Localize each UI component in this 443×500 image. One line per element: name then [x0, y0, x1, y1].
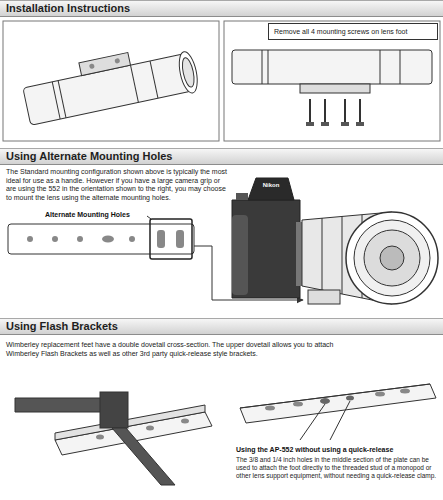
note-heading: Using the AP-552 without using a quick-r…	[236, 445, 441, 454]
foot-plate-direct-mount-part	[265, 406, 275, 411]
camera-with-lens-part	[380, 246, 404, 270]
panel-frame-part	[224, 21, 440, 141]
lens-foot-removal	[232, 50, 432, 126]
lens-foot-removal-part	[306, 122, 314, 126]
lens-with-foot-part	[89, 63, 95, 69]
camera-with-lens-part	[354, 220, 430, 296]
lens-foot-removal-part	[359, 99, 361, 122]
lens-with-foot-part	[79, 53, 131, 76]
replacement-foot-plate-part	[147, 216, 151, 219]
lens-foot-removal-part	[356, 122, 364, 126]
body-text: The Standard mounting configuration show…	[6, 168, 228, 202]
replacement-foot-plate-part	[102, 236, 114, 243]
camera-with-lens-part	[236, 193, 248, 200]
section-band: Using Alternate Mounting Holes	[0, 148, 443, 165]
body-text: Wimberley replacement feet have a double…	[6, 340, 336, 358]
lens-with-foot-part	[52, 82, 60, 119]
replacement-foot-plate-part	[150, 219, 192, 259]
lens-foot-removal-part	[268, 50, 269, 84]
lens-foot-removal-part	[309, 99, 311, 122]
section-title: Using Alternate Mounting Holes	[0, 149, 443, 164]
lens-foot-removal-part	[380, 50, 381, 84]
foot-plate-direct-mount	[240, 384, 436, 440]
replacement-foot-plate-part	[129, 236, 135, 242]
lens-foot-removal-part	[300, 84, 370, 93]
replacement-foot-plate-part	[8, 224, 194, 254]
lens-foot-removal-part	[262, 50, 263, 84]
camera-with-lens-part	[296, 222, 302, 286]
replacement-foot-plate-part	[176, 230, 184, 248]
camera-with-lens-part	[346, 212, 438, 304]
foot-plate-direct-mount-part	[320, 398, 330, 404]
flash-bracket-on-foot-part	[146, 426, 154, 431]
brand-mark: Nikon	[254, 182, 288, 189]
panel-frame	[3, 21, 440, 141]
lens-with-foot-part	[176, 50, 200, 94]
callout-text: Remove all 4 mounting screws on lens foo…	[269, 24, 437, 39]
camera-with-lens-part	[308, 290, 340, 304]
lens-with-foot-part	[180, 57, 196, 88]
lens-foot-removal-part	[400, 50, 401, 84]
note-text: The 3/8 and 1/4 inch holes in the middle…	[236, 456, 441, 480]
lens-foot-removal-part	[232, 50, 432, 84]
lens-with-foot-part	[150, 61, 158, 98]
foot-plate-direct-mount-part	[330, 401, 350, 440]
foot-plate-direct-mount-part	[375, 392, 385, 397]
foot-plate-direct-mount-part	[240, 384, 430, 408]
replacement-foot-plate-part	[27, 236, 33, 242]
camera-with-lens-part	[232, 200, 300, 298]
lens-with-foot	[20, 39, 200, 127]
lens-foot-removal-part	[324, 99, 326, 122]
lens-with-foot-part	[114, 58, 120, 64]
camera-with-lens	[232, 178, 438, 304]
foot-plate-direct-mount-part	[300, 404, 325, 440]
replacement-foot-plate-part	[77, 236, 83, 242]
flash-bracket-on-foot-part	[96, 435, 104, 440]
foot-plate-direct-mount-part	[240, 384, 436, 423]
camera-with-lens-part	[232, 215, 248, 295]
lens-with-foot-part	[58, 81, 66, 118]
lens-foot-removal-part	[341, 122, 349, 126]
callout-box: Remove all 4 mounting screws on lens foo…	[268, 23, 438, 40]
camera-with-lens-part	[342, 216, 343, 294]
camera-with-lens-part	[322, 218, 323, 290]
section-title: Installation Instructions	[0, 1, 443, 16]
section-title: Using Flash Brackets	[0, 319, 443, 334]
lens-with-foot-part	[131, 65, 139, 102]
flash-bracket-on-foot-part	[181, 419, 189, 424]
foot-plate-direct-mount-part	[293, 402, 303, 407]
flash-bracket-on-foot-part	[100, 392, 128, 428]
replacement-foot-plate-part	[52, 236, 58, 242]
camera-with-lens-part	[364, 230, 420, 286]
camera-with-lens-part	[248, 178, 294, 200]
lens-foot-removal-part	[344, 99, 346, 122]
foot-plate-direct-mount-part	[400, 389, 410, 394]
section-band: Using Flash Brackets	[0, 318, 443, 335]
replacement-foot-plate-part	[157, 230, 165, 248]
foot-plate-direct-mount-part	[346, 396, 354, 401]
flash-bracket-on-foot	[15, 392, 212, 485]
section-band: Installation Instructions	[0, 0, 443, 17]
lens-foot-removal-part	[321, 122, 329, 126]
part-label: Alternate Mounting Holes	[45, 211, 147, 220]
panel-frame-part	[3, 21, 219, 141]
flash-bracket-on-foot-part	[112, 428, 175, 485]
